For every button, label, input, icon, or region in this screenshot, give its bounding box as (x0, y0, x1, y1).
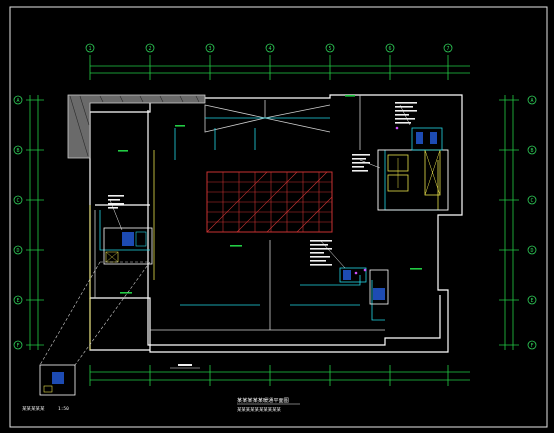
title-block: 某某某某某暖通平面图 某某某某某某某某某某 (237, 396, 300, 413)
bottom-dimension-chain (89, 365, 470, 386)
axis-bubble-right-D: D (527, 245, 537, 255)
axis-bubble-left-C: C (13, 195, 23, 205)
detail-scale: 1:50 (58, 406, 69, 412)
axis-label: F (16, 343, 19, 349)
axis-bubble-right-F: F (527, 340, 537, 350)
top-dimension-chain (89, 55, 470, 80)
equipment-center-right (339, 267, 389, 305)
axis-label: D (530, 248, 533, 254)
magenta-markers (354, 126, 399, 275)
detail-label: 某某某某某 (22, 406, 45, 412)
top-axis-bubbles: 1 2 3 4 5 6 7 (85, 43, 453, 53)
interior-partitions (94, 95, 385, 331)
axis-bubble-right-C: C (527, 195, 537, 205)
axis-label: B (530, 148, 533, 154)
axis-bubble-top-4: 4 (265, 43, 275, 53)
axis-label: E (530, 298, 533, 304)
equipment-room-left (103, 227, 153, 265)
left-dimension-chain (26, 95, 44, 350)
yellow-service-lines (89, 150, 439, 350)
red-hatched-atrium (206, 171, 333, 233)
axis-bubble-top-2: 2 (145, 43, 155, 53)
axis-label: A (16, 98, 19, 104)
axis-label: A (530, 98, 533, 104)
axis-label: 4 (268, 46, 271, 52)
axis-bubble-top-7: 7 (443, 43, 453, 53)
axis-label: 6 (388, 46, 391, 52)
axis-label: 5 (328, 46, 331, 52)
left-axis-bubbles: A B C D E F (13, 95, 23, 350)
detail-callout-leaders (39, 261, 151, 366)
axis-label: C (16, 198, 19, 204)
right-axis-bubbles: A B C D E F (527, 95, 537, 350)
hatched-roof-upper-left (67, 94, 206, 159)
detail-box-lower-left: 某某某某某 1:50 (22, 364, 76, 412)
bottom-tag (170, 364, 200, 369)
axis-bubble-left-A: A (13, 95, 23, 105)
axis-label: 1 (88, 46, 91, 52)
axis-label: B (16, 148, 19, 154)
axis-bubble-left-B: B (13, 145, 23, 155)
building-outline (89, 94, 463, 353)
axis-bubble-right-A: A (527, 95, 537, 105)
axis-label: 7 (446, 46, 449, 52)
axis-label: E (16, 298, 19, 304)
axis-bubble-top-3: 3 (205, 43, 215, 53)
small-dimension-tags (118, 95, 422, 294)
annotation-text-lines (108, 102, 417, 266)
right-dimension-chain (499, 95, 519, 350)
axis-bubble-right-E: E (527, 295, 537, 305)
roof-ridge-lines (204, 100, 331, 133)
drawing-title: 某某某某某暖通平面图 (237, 396, 289, 404)
axis-bubble-left-F: F (13, 340, 23, 350)
axis-label: C (530, 198, 533, 204)
annotation-leaders (109, 104, 411, 269)
equipment-room-upper-right (377, 127, 449, 211)
sheet-border (9, 6, 548, 428)
axis-bubble-right-B: B (527, 145, 537, 155)
drawing-subtitle: 某某某某某某某某某某 (237, 407, 282, 413)
axis-bubble-left-E: E (13, 295, 23, 305)
axis-bubble-top-1: 1 (85, 43, 95, 53)
axis-label: F (530, 343, 533, 349)
axis-label: 2 (148, 46, 151, 52)
axis-bubble-top-6: 6 (385, 43, 395, 53)
axis-label: 3 (208, 46, 211, 52)
axis-label: D (16, 248, 19, 254)
axis-bubble-top-5: 5 (325, 43, 335, 53)
axis-bubble-left-D: D (13, 245, 23, 255)
